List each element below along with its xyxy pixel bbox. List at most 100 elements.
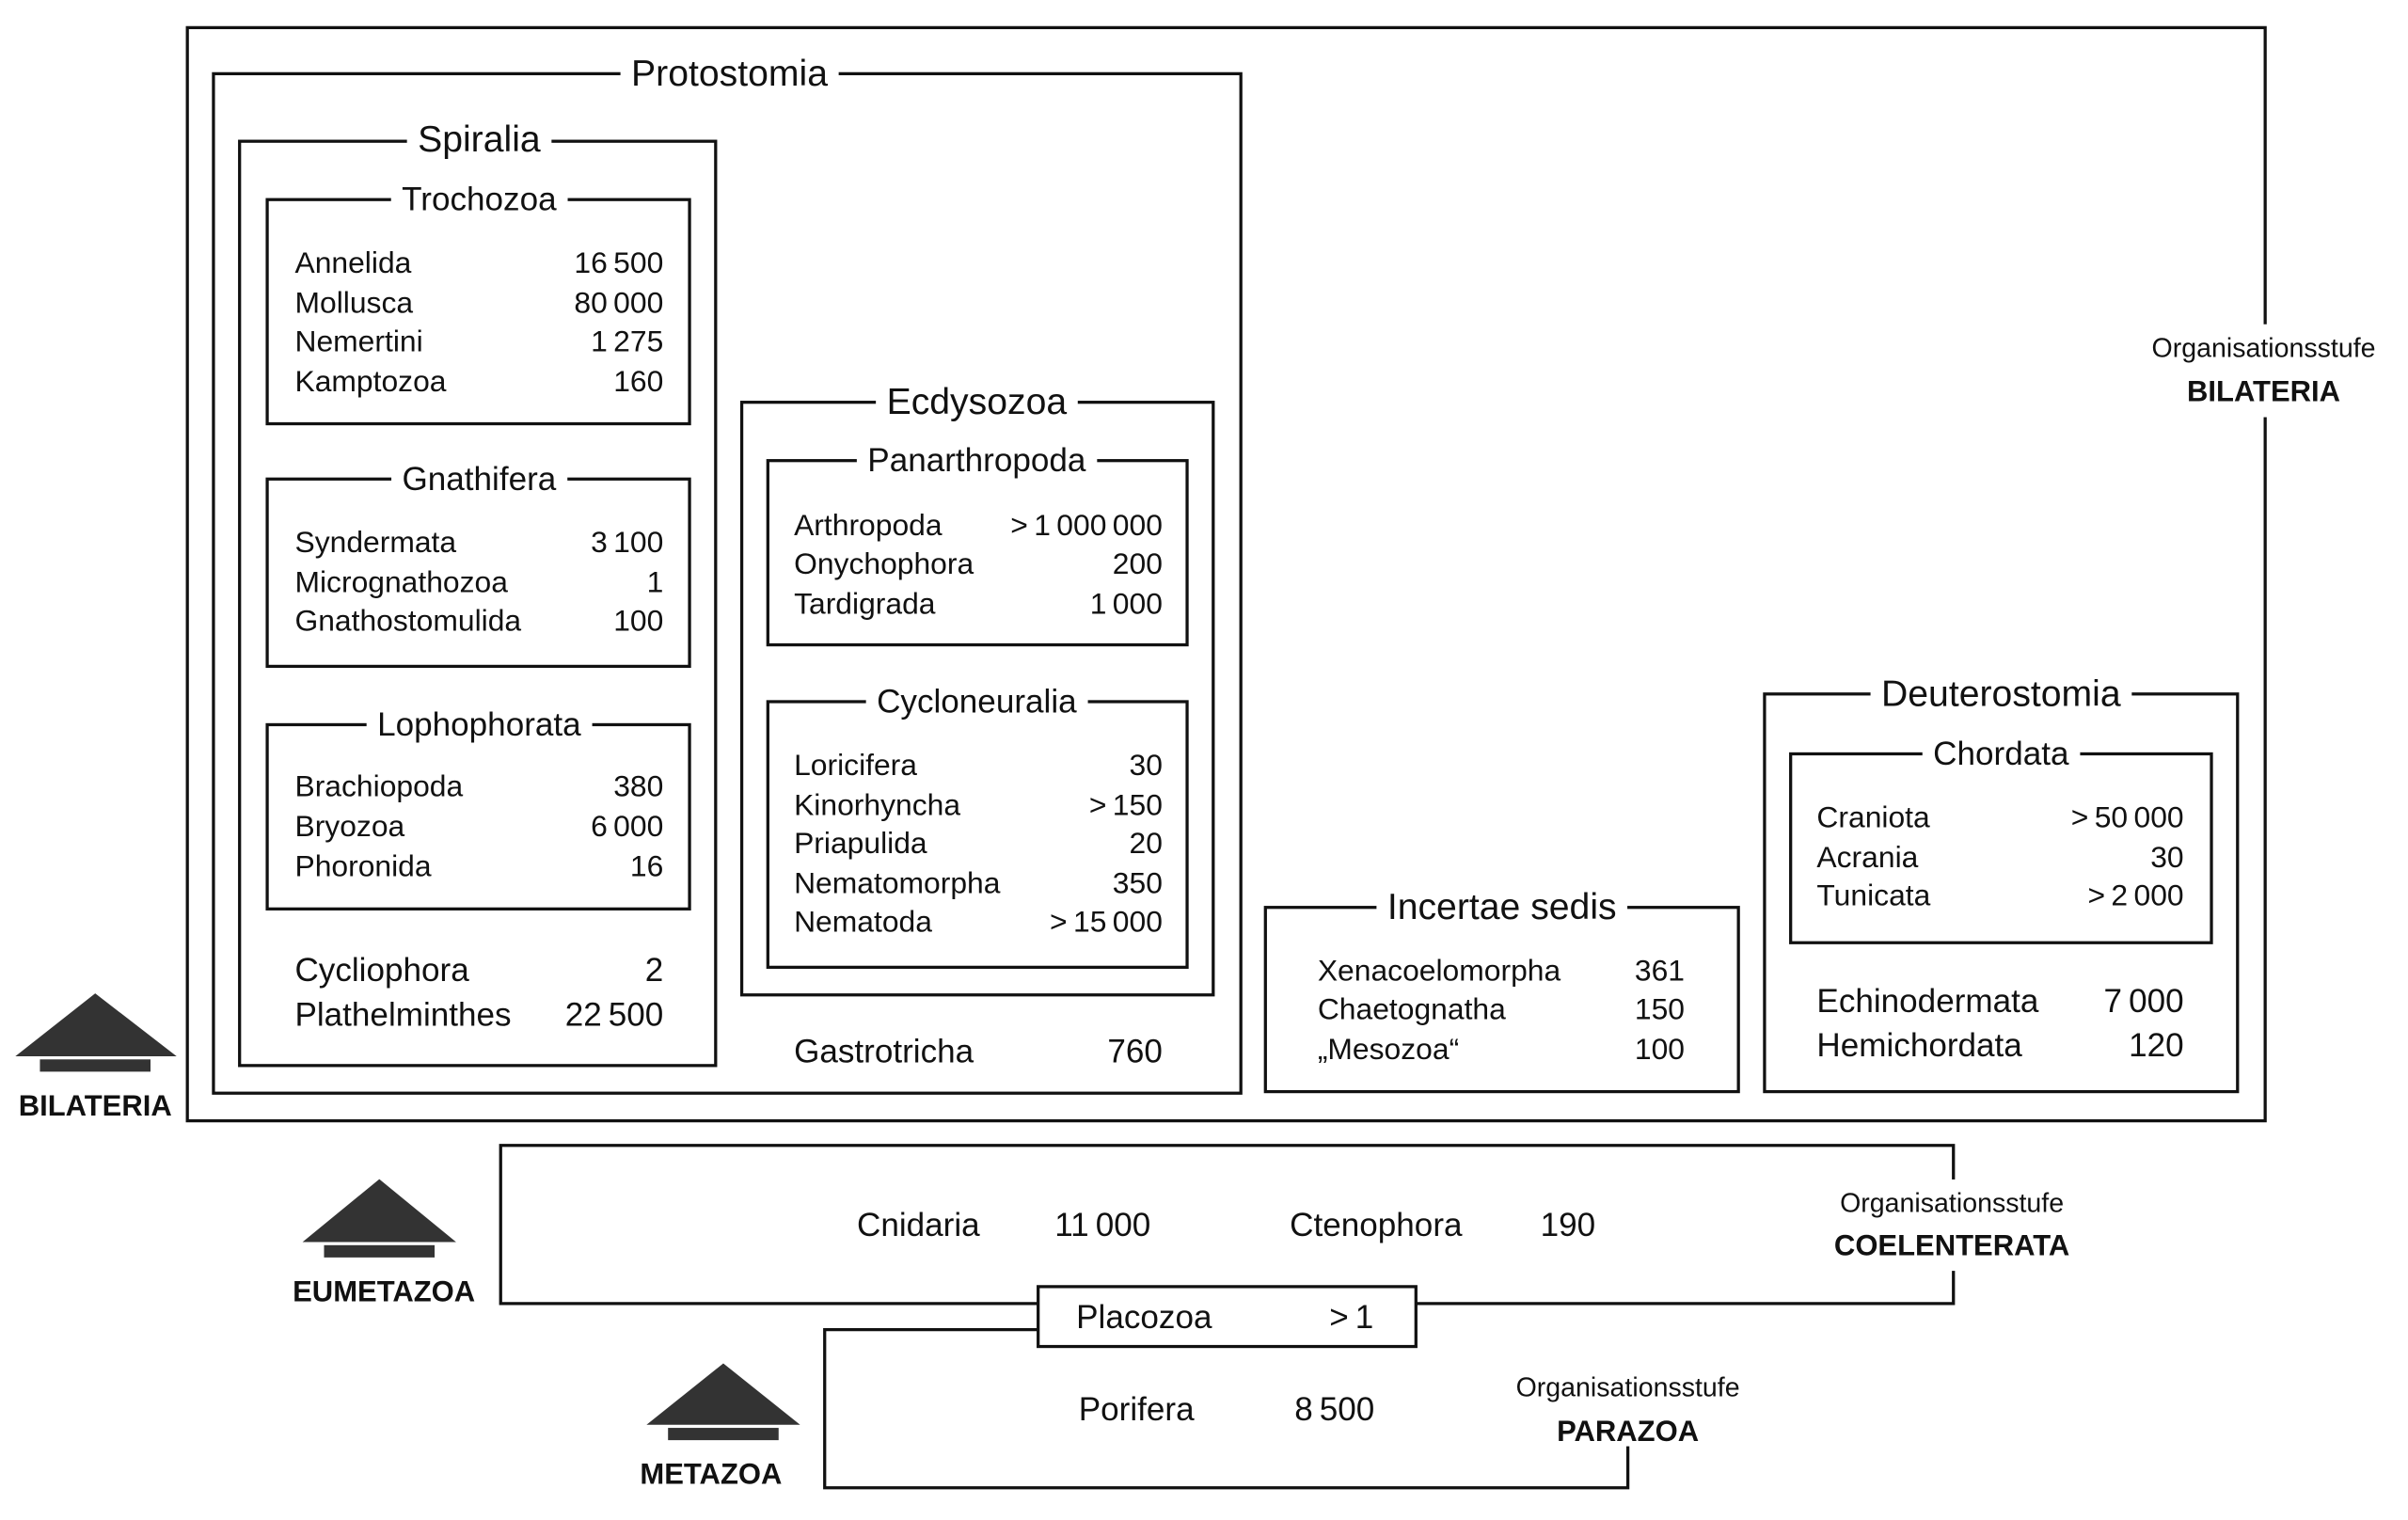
taxon-name: Tunicata (1816, 879, 1930, 912)
label-gap (876, 372, 1078, 432)
taxon-name: Priapulida (794, 826, 927, 860)
arrow-head (646, 1363, 800, 1425)
species-count: 350 (1113, 866, 1163, 900)
taxon-name: Onychophora (794, 546, 974, 580)
parazoa-box (823, 1327, 1630, 1490)
panarthropoda-title: Panarthropoda (867, 442, 1086, 479)
species-count: > 50 000 (2071, 800, 2184, 833)
species-count: 20 (1130, 826, 1163, 860)
taxon-name: Tardigrada (794, 587, 936, 621)
taxon-name: Plathelminthes (294, 996, 511, 1033)
taxon-name: Phoronida (294, 849, 431, 883)
species-count: 150 (1635, 991, 1685, 1025)
taxon-name: Nematoda (794, 904, 932, 938)
arrow-label: EUMETAZOA (293, 1275, 475, 1307)
arrow-head (15, 993, 177, 1057)
taxon-name: Arthropoda (794, 508, 943, 542)
deuterostomia-title: Deuterostomia (1881, 673, 2121, 714)
spiralia-title: Spiralia (418, 119, 541, 160)
species-count: 760 (1107, 1034, 1163, 1070)
species-count: 6 000 (591, 809, 663, 843)
species-count: 8 500 (1294, 1391, 1374, 1428)
level-name: COELENTERATA (1834, 1228, 2069, 1261)
taxon-name: Brachiopoda (294, 769, 463, 803)
bilateria-box (185, 25, 2267, 1123)
taxon-name: Annelida (294, 245, 411, 279)
species-count: 120 (2129, 1027, 2184, 1064)
trochozoa-title: Trochozoa (402, 182, 557, 218)
label-gap (1870, 664, 2132, 724)
species-count: 1 000 (1090, 587, 1163, 621)
taxon-name: „Mesozoa“ (1318, 1032, 1459, 1066)
level-name: BILATERIA (2187, 375, 2340, 408)
arrow-label: BILATERIA (19, 1089, 172, 1122)
arrow-head (302, 1179, 456, 1243)
arrow-base (324, 1244, 436, 1258)
taxon-name: Gastrotricha (794, 1034, 974, 1070)
label-gap (2176, 365, 2352, 418)
bilateria-arrow-icon (15, 993, 177, 1072)
species-count: 361 (1635, 954, 1685, 988)
species-count: 16 (630, 849, 663, 883)
species-count: 200 (1113, 546, 1163, 580)
taxon-name: Echinodermata (1816, 983, 2038, 1020)
lophophorata-title: Lophophorata (377, 706, 581, 743)
taxon-name: Nemertini (294, 324, 422, 357)
ecdysozoa-title: Ecdysozoa (887, 382, 1068, 422)
protostomia-title: Protostomia (631, 54, 828, 94)
taxon-name: Bryozoa (294, 809, 404, 843)
label-gap (856, 433, 1098, 488)
label-gap (1922, 726, 2081, 782)
label-gap (620, 44, 839, 103)
species-count: 7 000 (2104, 983, 2184, 1020)
taxon-name: Craniota (1816, 800, 1930, 833)
species-count: 11 000 (1054, 1207, 1150, 1243)
arrow-base (40, 1059, 151, 1072)
species-count: > 150 (1089, 787, 1163, 821)
label-gap (2141, 324, 2386, 373)
placozoa-box (1037, 1285, 1418, 1349)
taxon-name: Kinorhyncha (794, 787, 960, 821)
metazoa-arrow-icon (646, 1363, 800, 1441)
species-count: > 1 000 000 (1010, 508, 1163, 542)
species-count: 100 (613, 603, 663, 637)
taxon-name: Placozoa (1076, 1299, 1212, 1336)
label-gap (865, 673, 1088, 730)
species-count: 22 500 (565, 996, 664, 1033)
taxon-name: Hemichordata (1816, 1027, 2022, 1064)
species-count: 100 (1635, 1032, 1685, 1066)
species-count: 16 500 (574, 245, 663, 279)
taxon-name: Micrognathozoa (294, 565, 508, 599)
label-gap (1376, 878, 1628, 937)
arrow-label: METAZOA (640, 1458, 782, 1491)
level-name: PARAZOA (1557, 1415, 1699, 1448)
taxon-name: Syndermata (294, 525, 456, 559)
species-count: > 1 (1329, 1299, 1373, 1336)
taxon-name: Kamptozoa (294, 364, 446, 398)
species-count: 80 000 (574, 286, 663, 320)
taxon-name: Gnathostomulida (294, 603, 521, 637)
species-count: 190 (1541, 1207, 1596, 1243)
incertae-sedis-title: Incertae sedis (1387, 887, 1617, 927)
label-gap (406, 110, 552, 169)
eumetazoa-arrow-icon (302, 1179, 456, 1258)
species-count: > 15 000 (1050, 904, 1163, 938)
species-count: 3 100 (591, 525, 663, 559)
species-count: 380 (613, 769, 663, 803)
coelenterata-box (499, 1144, 1956, 1306)
taxon-name: Ctenophora (1290, 1207, 1463, 1243)
cycloneuralia-title: Cycloneuralia (877, 683, 1077, 720)
taxon-name: Loricifera (794, 748, 917, 782)
taxon-name: Xenacoelomorpha (1318, 954, 1561, 988)
taxon-name: Chaetognatha (1318, 991, 1506, 1025)
level-prefix: Organisationsstufe (2152, 334, 2376, 364)
species-count: 1 (647, 565, 664, 599)
arrow-base (668, 1428, 779, 1441)
species-count: > 2 000 (2087, 879, 2183, 912)
species-count: 30 (1130, 748, 1163, 782)
label-gap (390, 171, 568, 228)
taxon-name: Nematomorpha (794, 866, 1001, 900)
label-gap (391, 451, 568, 507)
taxon-name: Acrania (1816, 840, 1918, 874)
